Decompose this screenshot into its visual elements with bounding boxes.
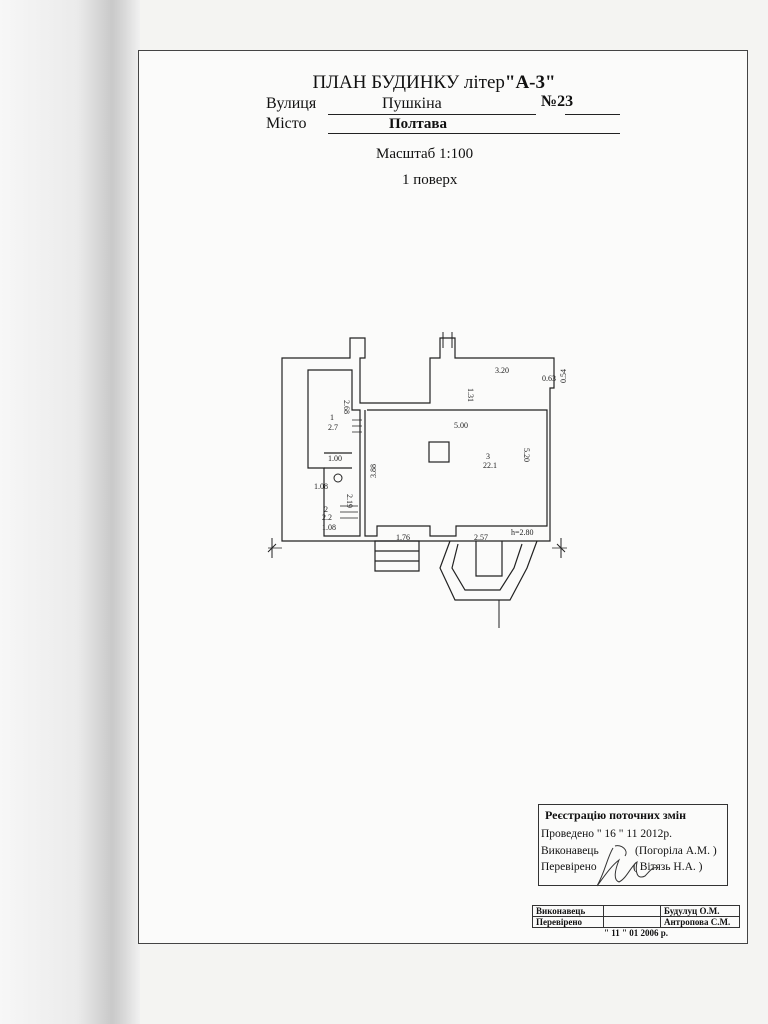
drawing-frame <box>138 50 748 944</box>
executor-label: Виконавець <box>532 905 604 917</box>
stamp-checked-label: Перевірено <box>541 861 597 873</box>
dim-right-offset: 0.63 <box>542 374 556 383</box>
title-prefix: ПЛАН БУДИНКУ літер <box>312 72 505 93</box>
checked-name: Антропова С.М. <box>660 916 740 928</box>
table-row: " 11 " 01 2006 р. <box>533 928 740 938</box>
room-3-number: 3 <box>486 452 490 461</box>
floor-plan: 3.20 0.63 0.54 1.31 2.68 5.00 5.20 1.00 … <box>267 332 568 628</box>
city-label: Місто <box>266 115 307 132</box>
room-3-area: 22.1 <box>483 461 497 470</box>
stamp-title: Реєстрацію поточних змін <box>545 808 686 822</box>
dim-main-depth: 5.20 <box>522 448 531 462</box>
street-underline <box>328 114 536 115</box>
dim-corridor-length: 2.68 <box>342 400 351 414</box>
dim-lower-room: 1.08 <box>322 523 336 532</box>
dim-left-wall: 3.88 <box>369 464 378 478</box>
scale: Масштаб 1:100 <box>376 146 474 162</box>
dim-small-room: 1.08 <box>314 482 328 491</box>
city-underline <box>328 133 620 134</box>
floor: 1 поверх <box>402 172 458 188</box>
stamp-executor-name: (Погоріла А.М. ) <box>635 845 717 857</box>
dim-upper-wall: 1.31 <box>466 388 475 402</box>
dim-bottom-mid: 2.57 <box>474 533 488 542</box>
binding-shadow <box>0 0 140 1024</box>
dim-stair-run: 2.19 <box>345 494 354 508</box>
table-date: " 11 " 01 2006 р. <box>603 928 668 938</box>
building-letter: "А-3" <box>504 72 556 93</box>
checked-label: Перевірено <box>532 916 604 928</box>
executor-signature-cell <box>603 905 661 917</box>
street-label: Вулиця <box>266 95 317 112</box>
dim-right-small: 0.54 <box>559 369 568 383</box>
street-value: Пушкіна <box>382 95 442 112</box>
room-2-number: 2 <box>324 505 328 514</box>
house-number: №23 <box>541 93 574 110</box>
room-1-area: 2.7 <box>328 423 338 432</box>
number-underline <box>565 114 620 115</box>
plan-title: ПЛАН БУДИНКУ літер"А-3" <box>0 72 768 94</box>
city-value: Полтава <box>389 116 448 132</box>
checked-signature-cell <box>603 916 661 928</box>
executor-name: Будулуц О.М. <box>660 905 740 917</box>
dim-corridor-width: 1.00 <box>328 454 342 463</box>
dim-top-width: 3.20 <box>495 366 509 375</box>
room-2-area: 2.2 <box>322 513 332 522</box>
stamp-executor-label: Виконавець <box>541 845 599 857</box>
dim-height: h=2.80 <box>511 528 534 537</box>
dim-bottom-left: 1.76 <box>396 533 410 542</box>
executor-table: Виконавець Будулуц О.М. Перевірено Антро… <box>532 905 740 938</box>
signature-icon <box>596 845 658 887</box>
dim-main-width: 5.00 <box>454 421 468 430</box>
room-1-number: 1 <box>330 413 334 422</box>
stamp-line-conducted: Проведено " 16 " 11 2012р. <box>541 828 672 840</box>
registration-stamp: Реєстрацію поточних змін Проведено " 16 … <box>538 804 728 886</box>
table-row: Виконавець Будулуц О.М. <box>532 905 740 917</box>
table-row: Перевірено Антропова С.М. <box>532 916 740 928</box>
